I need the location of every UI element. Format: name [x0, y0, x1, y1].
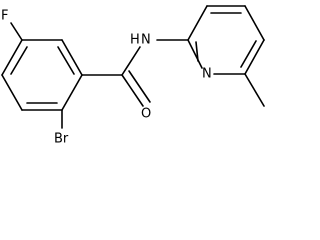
atom-labels: F Br O N H N: [1, 9, 212, 147]
bond-c3-c4-inner: [10, 46, 28, 75]
bond-methyl: [244, 73, 265, 107]
bromine-label: Br: [54, 132, 69, 147]
bond-py-c5-c6: [244, 39, 265, 75]
bond-py-c5-c6-inner: [240, 40, 257, 68]
bond-py-n-c2: [187, 39, 203, 69]
pyridine-nitrogen-label: N: [202, 67, 212, 82]
bond-carbonyl-oxygen-second: [128, 70, 151, 103]
bond-c3-c4: [1, 39, 23, 76]
fluorine-label: F: [1, 9, 8, 24]
bond-carbonyl-oxygen: [121, 74, 144, 107]
amide-hydrogen-label: H: [130, 33, 140, 48]
bond-py-c2-c3: [187, 5, 208, 41]
pyridine-ring: [187, 5, 265, 75]
bond-fluorine: [10, 22, 23, 41]
bond-c1-c2: [61, 39, 83, 76]
bond-c6-c1: [61, 74, 83, 111]
bond-py-c4-c5: [244, 5, 265, 41]
oxygen-label: O: [141, 107, 151, 122]
bond-carbonyl-nitrogen: [121, 46, 141, 76]
amide-nitrogen-label: N: [141, 33, 151, 48]
benzene-ring: [1, 39, 83, 111]
bond-c1-c2-inner: [57, 46, 75, 75]
bond-py-n-c2-inner: [195, 41, 199, 62]
molecule-structure: F Br O N H N: [1, 5, 265, 147]
bond-c4-c5: [1, 74, 23, 111]
